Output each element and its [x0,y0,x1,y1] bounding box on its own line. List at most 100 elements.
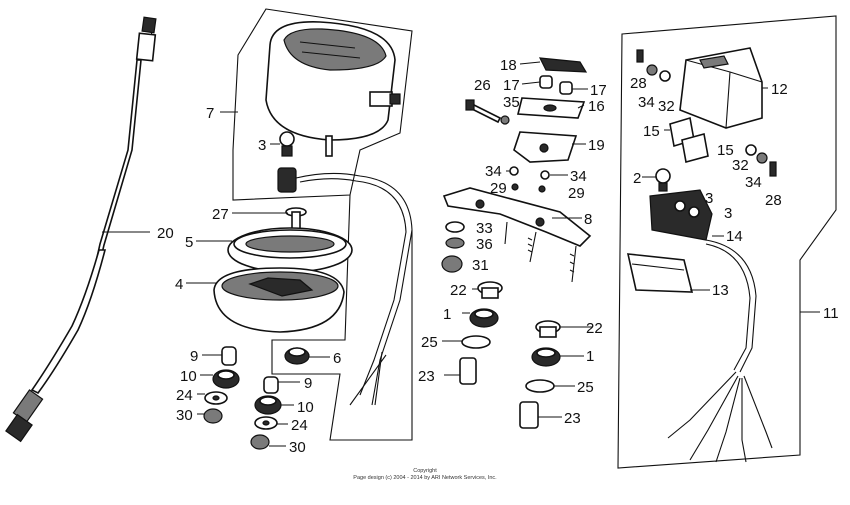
washer-25-right[interactable] [525,379,555,393]
speedometer-assembly[interactable] [265,21,401,157]
callout-27: 27 [212,206,229,223]
bulb-2[interactable] [655,168,671,192]
callout-20: 20 [157,225,174,242]
bolt-28-right[interactable] [769,161,777,177]
ring-5[interactable] [227,227,353,273]
callout-1-right: 1 [586,348,594,365]
callout-19: 19 [588,137,605,154]
callout-3-right-a: 3 [705,190,713,207]
callout-5: 5 [185,234,193,251]
callout-8: 8 [584,211,592,228]
callout-28-upper: 28 [630,75,647,92]
callout-28-lower: 28 [765,192,782,209]
cushion-17-right[interactable] [559,81,573,95]
bolt-26[interactable] [465,99,502,124]
cover-12[interactable] [679,47,763,129]
collar-22-right[interactable] [535,320,561,338]
nut-30-right[interactable] [250,434,270,450]
cushion-17-left[interactable] [539,75,553,89]
callout-29-right: 29 [568,185,585,202]
callout-2: 2 [633,170,641,187]
callout-29-left: 29 [490,180,507,197]
cushion-10-left[interactable] [212,369,240,389]
lower-bracket-frame [271,194,413,441]
nut-31[interactable] [441,255,463,273]
indicator-frame [617,15,837,469]
washer-36[interactable] [445,237,465,249]
washer-25-left[interactable] [461,335,491,349]
socket-14[interactable] [649,189,713,241]
plate-16[interactable] [516,97,586,119]
callout-15-right: 15 [717,142,734,159]
callout-23-right: 23 [564,410,581,427]
housing-4[interactable] [213,267,345,333]
copyright-line-1: Copyright [413,468,437,474]
washer-24-right[interactable] [254,416,278,430]
callout-25-left: 25 [421,334,438,351]
collar-22-left[interactable] [477,281,503,299]
cushion-10-right[interactable] [254,395,282,415]
case-13[interactable] [626,253,694,293]
cushion-1-left[interactable] [469,308,499,328]
callout-3-upper: 3 [258,137,266,154]
callout-6: 6 [333,350,341,367]
cover-18[interactable] [538,57,588,73]
callout-34-mid-left: 34 [485,163,502,180]
washer-35[interactable] [500,115,510,125]
callout-34-upper: 34 [638,94,655,111]
screw-29-right[interactable] [538,185,546,193]
callout-7: 7 [206,105,214,122]
cushion-1-right[interactable] [531,347,561,367]
spacer-23-right[interactable] [519,401,539,429]
callout-15-left: 15 [643,123,660,140]
callout-23-left: 23 [418,368,435,385]
bolt-28-left[interactable] [636,49,644,63]
washer-34-left[interactable] [509,166,519,176]
spacer-23-left[interactable] [459,357,477,385]
callout-24-left: 24 [176,387,193,404]
bulb-3-upper[interactable] [279,131,295,157]
callout-34-lower: 34 [745,174,762,191]
washer-34-right[interactable] [540,170,550,180]
collar-9-right[interactable] [263,376,279,394]
callout-25-right: 25 [577,379,594,396]
callout-9-left: 9 [190,348,198,365]
screw-29-left[interactable] [511,183,519,191]
callout-32-upper: 32 [658,98,675,115]
callout-35: 35 [503,94,520,111]
callout-3-right-b: 3 [724,205,732,222]
washer-24-left[interactable] [204,391,228,405]
bracket-19[interactable] [513,131,578,163]
nut-30-left[interactable] [203,408,223,424]
callout-16: 16 [588,98,605,115]
collar-9-left[interactable] [221,346,237,366]
callout-22-left: 22 [450,282,467,299]
washer-34-lower[interactable] [756,152,768,164]
washer-33[interactable] [445,221,465,233]
callout-1-left: 1 [443,306,451,323]
wire-harness[interactable] [667,239,773,463]
washer-34-upper[interactable] [646,64,658,76]
callout-32-lower: 32 [732,157,749,174]
lens-15-right[interactable] [681,132,709,164]
callout-12: 12 [771,81,788,98]
callout-17-left: 17 [503,77,520,94]
washer-32-lower[interactable] [745,144,757,156]
screw-27[interactable] [285,207,307,231]
callout-17-right: 17 [590,82,607,99]
stay-8[interactable] [442,187,592,283]
callout-4: 4 [175,276,183,293]
speedometer-cable[interactable] [5,16,157,443]
callout-18: 18 [500,57,517,74]
callout-9-right: 9 [304,375,312,392]
callout-24-right: 24 [291,417,308,434]
callout-30-right: 30 [289,439,306,456]
callout-34-mid-right: 34 [570,168,587,185]
callout-10-left: 10 [180,368,197,385]
socket-wiring[interactable] [277,167,413,406]
washer-32-upper[interactable] [659,70,671,82]
callout-13: 13 [712,282,729,299]
grommet-6[interactable] [284,347,310,365]
callout-10-right: 10 [297,399,314,416]
